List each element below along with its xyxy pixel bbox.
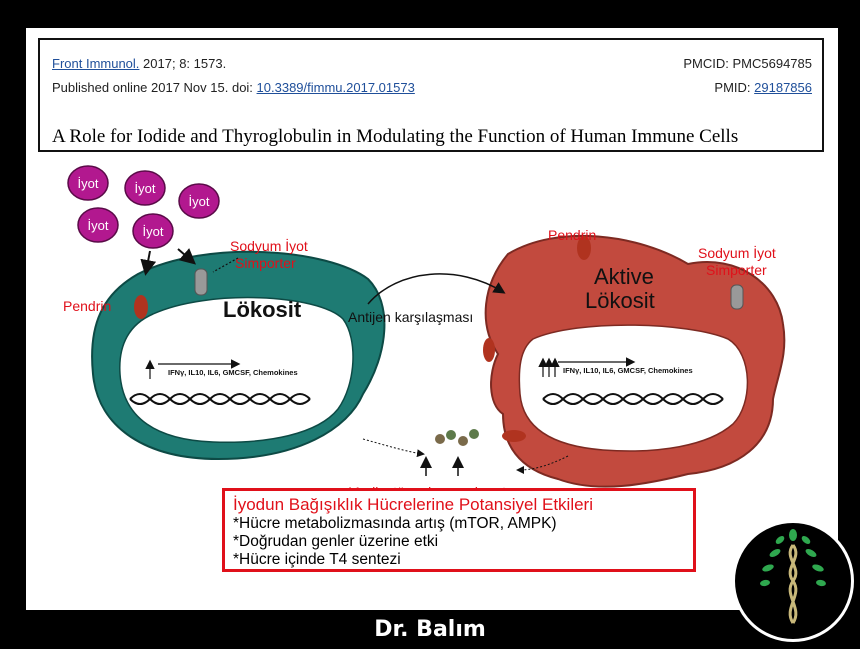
- citation-line: Front Immunol. 2017; 8: 1573.: [52, 56, 226, 71]
- dna-helix: [129, 393, 311, 405]
- published-text: Published online 2017 Nov 15. doi:: [52, 80, 257, 95]
- iodine-label: İyot: [189, 194, 210, 209]
- left-pendrin-label: Pendrin: [63, 298, 111, 314]
- slide-frame: Front Immunol. 2017; 8: 1573. Published …: [26, 28, 838, 610]
- dna-tree-icon: [732, 520, 854, 642]
- right-symporter-label: Sodyum İyot: [698, 244, 776, 261]
- iodine-cluster: İyot İyot İyot İyot İyot: [67, 165, 220, 249]
- figure: İyot İyot İyot İyot İyot Sodyum İyot Sim…: [38, 154, 824, 594]
- dna-helix: [542, 393, 724, 405]
- iodine-label: İyot: [143, 224, 164, 239]
- effect-item: *Doğrudan genler üzerine etki: [233, 533, 439, 550]
- right-cell-name: Lökosit: [585, 288, 655, 313]
- left-nucleus: [119, 296, 354, 443]
- left-symporter-label: Simporter: [235, 255, 296, 271]
- right-nucleus: [518, 324, 749, 452]
- right-cell-name: Aktive: [594, 264, 654, 289]
- effects-title: İyodun Bağışıklık Hücrelerine Potansiyel…: [233, 495, 593, 514]
- effects-box: İyodun Bağışıklık Hücrelerine Potansiyel…: [222, 488, 696, 572]
- citation-text: 2017; 8: 1573.: [143, 56, 227, 71]
- right-pendrin-label: Pendrin: [548, 227, 596, 243]
- effect-item: *Hücre metabolizmasında artış (mTOR, AMP…: [233, 515, 557, 532]
- published-line: Published online 2017 Nov 15. doi: 10.33…: [52, 80, 415, 95]
- signature: Dr. Balım: [374, 617, 486, 642]
- article-title: A Role for Iodide and Thyroglobulin in M…: [52, 126, 739, 147]
- pendrin-channel: [577, 236, 591, 260]
- immune-cell-diagram: İyot İyot İyot İyot İyot Sodyum İyot Sim…: [63, 165, 786, 500]
- pendrin-channel: [134, 295, 148, 319]
- antigen-label: Antijen karşılaşması: [348, 309, 473, 325]
- pmid-line: PMID: 29187856: [714, 80, 812, 95]
- left-gene-label: IFNγ, IL10, IL6, GMCSF, Chemokines: [168, 368, 298, 377]
- pendrin-channel: [502, 430, 526, 442]
- pendrin-channel: [483, 338, 495, 362]
- effect-item: *Hücre içinde T4 sentezi: [233, 551, 401, 568]
- symporter-channel: [730, 284, 744, 310]
- left-cell-name: Lökosit: [223, 297, 302, 322]
- mediator-particles: [435, 429, 479, 446]
- journal-link[interactable]: Front Immunol.: [52, 56, 140, 71]
- pmid-link[interactable]: 29187856: [754, 80, 812, 95]
- left-symporter-label: Sodyum İyot: [230, 237, 308, 254]
- iodine-label: İyot: [78, 176, 99, 191]
- article-header: Front Immunol. 2017; 8: 1573. Published …: [38, 38, 824, 152]
- right-symporter-label: Simporter: [706, 262, 767, 278]
- pmcid: PMCID: PMC5694785: [683, 56, 812, 71]
- symporter-channel: [194, 268, 208, 296]
- iodine-label: İyot: [135, 181, 156, 196]
- pmid-label: PMID:: [714, 80, 755, 95]
- iodine-label: İyot: [88, 218, 109, 233]
- doi-link[interactable]: 10.3389/fimmu.2017.01573: [256, 80, 415, 95]
- right-gene-label: IFNγ, IL10, IL6, GMCSF, Chemokines: [563, 366, 693, 375]
